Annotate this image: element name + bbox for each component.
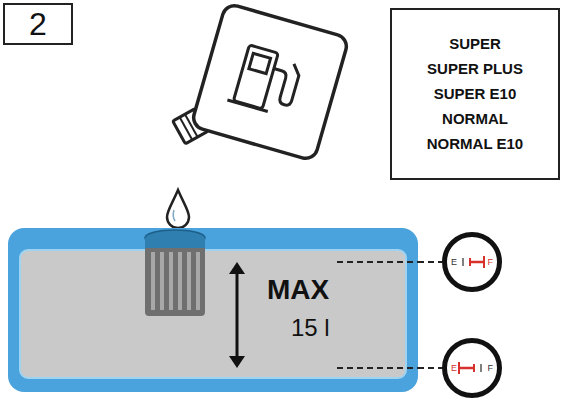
needle — [459, 367, 474, 370]
canister-body — [191, 3, 349, 161]
tank-shape — [8, 226, 418, 394]
pump-hose — [265, 59, 302, 107]
needle — [470, 261, 484, 264]
neck-rib — [160, 252, 164, 310]
level-connector — [418, 261, 442, 263]
arrow-head — [229, 356, 245, 368]
fuel-type: NORMAL — [442, 110, 508, 128]
tank-outer — [8, 228, 418, 392]
neck-rib — [151, 252, 155, 310]
neck-rib — [169, 252, 173, 310]
fuel-type: SUPER PLUS — [427, 60, 523, 78]
drop-highlight — [173, 210, 175, 221]
step-number: 2 — [29, 8, 47, 40]
level-connector — [418, 367, 442, 369]
pump-body — [233, 45, 278, 109]
neck-body — [145, 236, 205, 316]
fuel-type-box: SUPER SUPER PLUS SUPER E10NORMAL NORMAL E10 — [390, 8, 560, 180]
fuel-gauge: EF — [442, 338, 502, 398]
gauge-mark: F — [488, 363, 494, 373]
gauge-tick — [480, 364, 482, 372]
level-arrow — [229, 262, 245, 368]
fuel-type: SUPER E10 — [434, 85, 517, 103]
arrow-head — [229, 262, 245, 274]
tank-interior — [20, 250, 406, 378]
fuel-tank: MAX 15 l — [8, 226, 418, 394]
needle-end — [473, 364, 475, 372]
fuel-gauge: EF — [442, 232, 502, 292]
fuel-canister — [168, 0, 350, 179]
spout-thread — [180, 117, 193, 140]
gauge-mark: E — [451, 363, 457, 373]
fuel-type: SUPER — [449, 35, 501, 53]
needle-end — [483, 256, 485, 268]
fuel-type: NORMAL E10 — [427, 135, 523, 153]
needle-end — [469, 258, 471, 266]
neck-rib — [196, 252, 200, 310]
neck-cap-band — [145, 238, 205, 248]
filler-neck — [145, 230, 205, 316]
neck-rib — [178, 252, 182, 310]
level-line — [337, 367, 418, 369]
pump-base — [227, 100, 267, 112]
fuel-pump-icon — [227, 43, 303, 117]
neck-rib — [187, 252, 191, 310]
fuel-drop — [167, 190, 189, 228]
level-line — [337, 261, 418, 263]
max-label: MAX — [267, 276, 329, 304]
arrow-shaft — [236, 268, 239, 362]
gauge-tick — [462, 258, 464, 266]
step-number-box: 2 — [3, 3, 73, 45]
gauge-mark: F — [488, 257, 494, 267]
pump-window — [249, 53, 271, 73]
volume-label: 15 l — [291, 316, 330, 340]
gauge-mark: E — [451, 257, 457, 267]
